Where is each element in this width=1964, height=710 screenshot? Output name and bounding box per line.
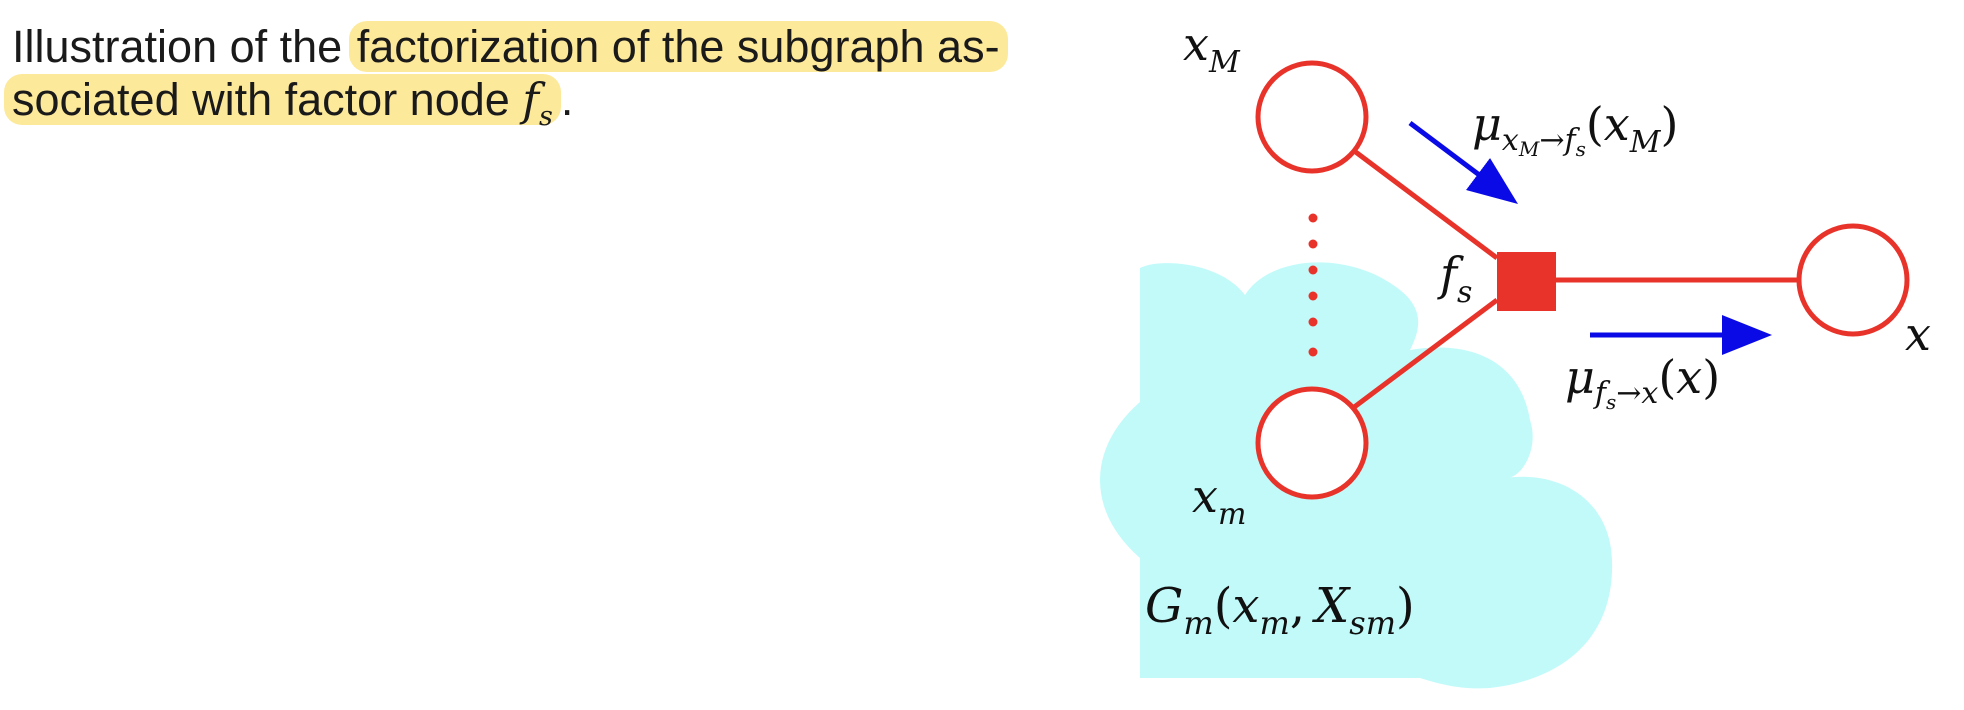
variable-node-x — [1796, 223, 1910, 337]
caption-text: Illustration of the — [12, 21, 355, 72]
caption-highlight-text: sociated with factor node — [12, 74, 523, 125]
caption-math-fs: fs — [522, 73, 553, 132]
edge-xM-fs — [1351, 148, 1499, 260]
caption-period: . — [560, 74, 574, 125]
label-message-in: μxM→fs(xM) — [1472, 97, 1678, 161]
factor-node-fs — [1497, 252, 1556, 311]
label-message-out: μfs→x(x) — [1565, 350, 1720, 414]
label-fs: fs — [1437, 247, 1472, 310]
label-subgraph: Gm(xm,Xsm) — [1145, 578, 1415, 642]
label-xm: xm — [1192, 469, 1246, 532]
label-xM: xM — [1183, 17, 1241, 80]
caption-highlight-1: factorization of the subgraph as- — [348, 21, 1008, 72]
variable-node-xm — [1255, 386, 1369, 500]
figure-caption: Illustration of the factorization of the… — [4, 20, 1122, 143]
edge-fs-xm — [1351, 298, 1499, 410]
variable-node-xM — [1255, 60, 1369, 174]
label-x: x — [1905, 307, 1931, 361]
ellipsis-dots — [1308, 213, 1318, 357]
caption-highlight-2: sociated with factor node fs — [4, 73, 561, 132]
message-arrow-in — [1408, 121, 1518, 204]
